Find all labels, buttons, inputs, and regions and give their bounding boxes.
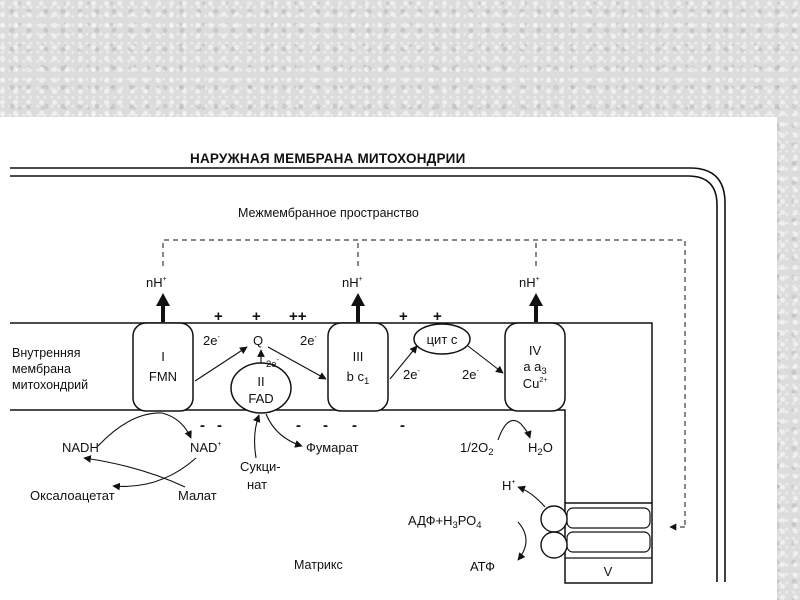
proton-pump-2: nH+ (342, 275, 365, 322)
adp-phosphate-label: АДФ+Н3РО4 (408, 513, 482, 531)
complex-ii-cofactor: FAD (248, 391, 273, 406)
proton-pump-1-label: nH+ (146, 275, 167, 290)
matrix-label: Матрикс (294, 558, 343, 572)
complex-i: I FMN (132, 322, 194, 412)
arrow-complex-i-to-nad (161, 412, 192, 439)
proton-pump-3-label: nH+ (519, 275, 540, 290)
ubiquinone-label: Q (253, 333, 263, 348)
arrow-complex-ii-to-fumarate (265, 413, 303, 448)
electron-label-4: 2e- (403, 367, 420, 382)
arrow-cyt-c-to-complex-iv (467, 345, 504, 374)
arrow-adp-to-atp (517, 521, 527, 561)
plus-sign-1: + (214, 308, 223, 325)
malate-label: Малат (178, 488, 217, 503)
intermembrane-space-label: Межмембранное пространство (238, 206, 419, 220)
atp-synthase-proton-label: H+ (502, 478, 515, 493)
plus-sign-2: + (252, 308, 261, 325)
succinate-label-line-2: нат (247, 477, 267, 492)
proton-pump-3: nH+ (519, 275, 543, 322)
minus-sign-3: - (296, 417, 301, 434)
arrow-nad-cycle-up (83, 455, 186, 488)
complex-ii-numeral: II (257, 374, 264, 389)
oxygen-label: 1/2O2 (460, 440, 493, 458)
plus-sign-3: ++ (289, 308, 307, 325)
complex-iv-copper: Cu2+ (523, 376, 548, 391)
minus-sign-2: - (217, 417, 222, 434)
arrow-oxygen-to-water (497, 419, 532, 441)
inner-membrane-label-line-1: Внутренняя (12, 346, 80, 360)
minus-sign-5: - (352, 417, 357, 434)
minus-sign-1: - (200, 417, 205, 434)
atp-label: АТФ (470, 559, 495, 574)
proton-pump-1: nH+ (146, 275, 170, 322)
succinate-label: Сукци- нат (240, 459, 284, 492)
succinate-label-line-1: Сукци- (240, 459, 281, 474)
complex-v-numeral: V (604, 564, 613, 579)
oxaloacetate-label: Оксалоацетат (30, 488, 115, 503)
complex-iv-numeral: IV (529, 343, 542, 358)
outer-membrane-line-inner (10, 175, 718, 582)
arrow-nad-cycle-down (112, 457, 197, 491)
inner-membrane-lower (10, 409, 566, 503)
atp-synthase: V (540, 502, 653, 584)
proton-return-path (162, 239, 686, 527)
electron-label-2: 2e- (266, 357, 280, 370)
complex-i-cofactor: FMN (149, 369, 177, 384)
proton-pump-2-label: nH+ (342, 275, 363, 290)
minus-sign-6: - (400, 417, 405, 434)
cytochrome-c: цит c (413, 323, 471, 355)
complex-iv: IV a a3 Cu2+ (504, 322, 566, 412)
plus-sign-4: + (399, 308, 408, 325)
nad-label: NAD+ (190, 440, 222, 455)
minus-sign-4: - (323, 417, 328, 434)
outer-membrane-title: НАРУЖНАЯ МЕМБРАНА МИТОХОНДРИИ (190, 151, 465, 166)
water-label: H2O (528, 440, 553, 458)
complex-iii: III b c1 (327, 322, 389, 412)
outer-membrane-line-outer (10, 167, 726, 582)
complex-iv-cytochromes: a a3 (523, 359, 546, 377)
arrow-synthase-to-proton (517, 485, 546, 508)
complex-i-numeral: I (161, 349, 165, 364)
electron-label-3: 2e- (300, 333, 317, 348)
electron-label-1: 2e- (203, 333, 220, 348)
plus-sign-5: + (433, 308, 442, 325)
arrow-q-to-complex-iii (267, 346, 327, 380)
inner-membrane-label-line-2: мембрана (12, 362, 71, 376)
arrow-nadh-to-complex-i (97, 412, 163, 447)
inner-membrane-upper (10, 322, 653, 503)
complex-iii-cofactor: b c1 (347, 369, 370, 387)
arrow-succinate-to-complex-ii (252, 414, 261, 459)
fumarate-label: Фумарат (306, 440, 359, 455)
arrow-fmn-to-q (194, 346, 248, 382)
complex-ii: II FAD (230, 362, 292, 414)
arrow-complex-iii-to-cyt-c (389, 345, 418, 380)
electron-label-5: 2e- (462, 367, 479, 382)
inner-membrane-label-line-3: митохондрий (12, 378, 88, 392)
nadh-label: NADH (62, 440, 99, 455)
cytochrome-c-label: цит c (427, 332, 458, 347)
inner-membrane-label: Внутренняя мембрана митохондрий (12, 346, 88, 392)
complex-iii-numeral: III (353, 349, 364, 364)
